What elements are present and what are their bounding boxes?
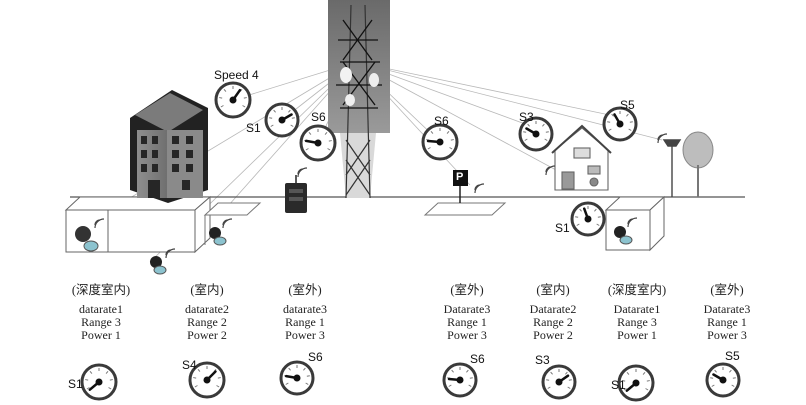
scenario-caption: (室外) datarate3 Range 1 Power 3	[283, 284, 327, 342]
scenario-caption: (室内) datarate2 Range 2 Power 2	[185, 284, 229, 342]
scenario-datarate: Datarate1	[613, 302, 661, 316]
street-lamp-icon	[662, 139, 682, 197]
scenario-location: (室外)	[710, 283, 744, 297]
scenario-caption: (室外) Datarate3 Range 1 Power 3	[444, 284, 491, 342]
gauge-label: S1	[68, 377, 83, 391]
scenario-location: (深度室内)	[71, 283, 131, 297]
scenario-caption: (深度室内) Datarate1 Range 3 Power 1	[608, 284, 666, 342]
indoor-box	[203, 202, 262, 245]
cell-tower-icon	[328, 0, 390, 199]
gauge-label-s3: S3	[519, 110, 534, 124]
gauge-label: S5	[725, 349, 740, 363]
scenario-location: (室外)	[450, 283, 484, 297]
scenario-range: Range 3	[617, 315, 657, 329]
scenario-range: Range 1	[447, 315, 487, 329]
gauge-label-s5: S5	[620, 98, 635, 112]
gauge-label: S1	[611, 378, 626, 392]
speed-gauge	[570, 201, 606, 237]
wireless-signal-icon	[94, 133, 668, 259]
building-icon	[130, 90, 208, 203]
scenario-power: Power 3	[447, 328, 487, 342]
speed-gauge	[214, 81, 252, 119]
scenario-datarate: datarate1	[79, 302, 123, 316]
parking-sign-label: P	[456, 171, 464, 183]
speed-gauge	[188, 361, 226, 399]
gauge-label-s6: S6	[311, 110, 326, 124]
speed-gauge	[299, 124, 337, 162]
scenario-location: (室内)	[190, 283, 224, 297]
speed-gauge	[279, 360, 315, 396]
scenario-range: Range 1	[285, 315, 325, 329]
scenario-datarate: Datarate3	[443, 302, 491, 316]
parking-sign-icon	[453, 170, 468, 203]
water-meter-icon	[75, 226, 99, 252]
speed4-label: Speed 4	[214, 68, 259, 82]
water-meter-icon	[614, 226, 633, 245]
speed-gauge	[421, 123, 459, 161]
house-icon	[551, 124, 612, 191]
scenario-location: (深度室内)	[607, 283, 667, 297]
speed-gauge	[518, 116, 554, 152]
gauge-label: S6	[470, 352, 485, 366]
deep-indoor-box-right	[604, 195, 666, 252]
scenario-power: Power 2	[533, 328, 573, 342]
parking-plate	[423, 202, 507, 216]
outdoor-node-icon	[285, 175, 307, 213]
scenario-range: Range 2	[533, 315, 573, 329]
scenario-range: Range 2	[187, 315, 227, 329]
water-meter-icon	[209, 227, 227, 246]
scenario-caption: (深度室内) datarate1 Range 3 Power 1	[72, 284, 130, 342]
gauge-label-s1: S1	[246, 121, 261, 135]
scenario-caption: (室内) Datarate2 Range 2 Power 2	[530, 284, 577, 342]
gauge-label: S4	[182, 358, 197, 372]
gauge-label: S6	[308, 350, 323, 364]
speed-gauge	[602, 106, 638, 142]
scenario-location: (室内)	[536, 283, 570, 297]
scenario-caption: (室外) Datarate3 Range 1 Power 3	[704, 284, 751, 342]
scenario-power: Power 3	[707, 328, 747, 342]
tree-icon	[682, 131, 714, 197]
scenario-power: Power 3	[285, 328, 325, 342]
speed-gauge	[442, 362, 478, 398]
scenario-datarate: Datarate2	[529, 302, 577, 316]
scenario-location: (室外)	[288, 283, 322, 297]
scenario-power: Power 2	[187, 328, 227, 342]
speed-gauge	[80, 363, 118, 401]
speed-gauge	[705, 362, 741, 398]
scenario-datarate: Datarate3	[703, 302, 751, 316]
water-meter-icon	[150, 256, 167, 275]
scenario-datarate: datarate3	[283, 302, 327, 316]
gauge-label-s6: S6	[434, 114, 449, 128]
speed-gauge	[617, 364, 655, 402]
speed-gauge	[541, 364, 577, 400]
scenario-range: Range 1	[707, 315, 747, 329]
scenario-power: Power 1	[81, 328, 121, 342]
scenario-datarate: datarate2	[185, 302, 229, 316]
scenario-range: Range 3	[81, 315, 121, 329]
gauge-label: S3	[535, 353, 550, 367]
scenario-power: Power 1	[617, 328, 657, 342]
gauge-label-s1: S1	[555, 221, 570, 235]
speed-gauge	[264, 102, 300, 138]
